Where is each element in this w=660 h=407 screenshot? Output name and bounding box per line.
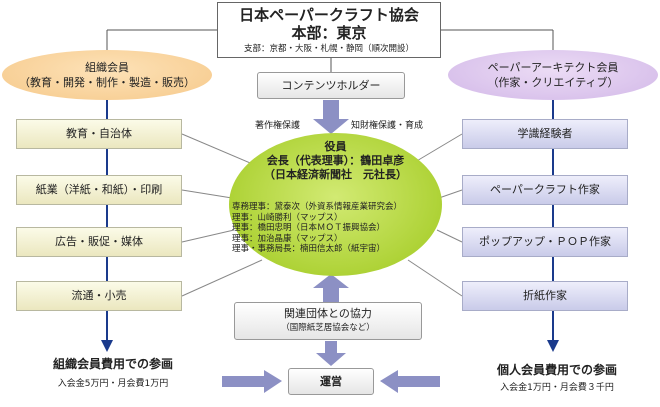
association-box: 日本ペーパークラフト協会 本部：東京 支部：京都・大阪・札幌・静岡（順次開設） xyxy=(217,2,441,58)
paper-architect-member-subtitle: （作家・クリエイティブ） xyxy=(487,76,619,89)
left-item-education: 教育・自治体 xyxy=(16,119,182,149)
paper-architect-member-group: ペーパーアーキテクト会員 （作家・クリエイティブ） xyxy=(448,50,658,100)
right-footer-title: 個人会員費用での参画 xyxy=(496,363,617,377)
officers-header: 役員 会長（代表理事）：鶴田卓彦 （日本経済新聞社 元社長） xyxy=(229,140,442,182)
officers-list: 専務理事：黛泰次（外資系情報産業研究会） 理事：山崎勝利（マップス） 理事：橋田… xyxy=(232,202,438,255)
officers-chair-affiliation: （日本経済新聞社 元社長） xyxy=(264,168,407,181)
right-item-papercraft-artist: ペーパークラフト作家 xyxy=(462,175,628,205)
left-footer-fee: 入会金5万円・月会費1万円 xyxy=(57,379,169,389)
contents-holder-box: コンテンツホルダー xyxy=(257,72,405,99)
officers-title: 役員 xyxy=(324,140,347,153)
ip-protection-label: 知財権保護・育成 xyxy=(351,121,424,131)
left-item-advertising: 広告・販促・媒体 xyxy=(16,227,182,257)
officers-chair: 会長（代表理事）：鶴田卓彦 xyxy=(266,154,405,167)
association-name: 日本ペーパークラフト協会 xyxy=(239,6,419,24)
related-organizations-box: 関連団体との協力 （国際紙芝居協会など） xyxy=(234,302,422,340)
operation-box: 運営 xyxy=(288,368,374,395)
right-item-popup-artist: ポップアップ・ＰＯＰ作家 xyxy=(462,227,628,257)
left-item-retail: 流通・小売 xyxy=(16,281,182,311)
right-footer-fee: 入会金1万円・月会費３千円 xyxy=(500,383,614,393)
left-item-paper-printing: 紙業（洋紙・和紙）・印刷 xyxy=(16,175,182,205)
left-footer: 組織会員費用での参画 入会金5万円・月会費1万円 xyxy=(18,356,208,390)
right-item-origami-artist: 折紙作家 xyxy=(462,281,628,311)
officer-member: 理事：橋田忠明（日本ＭＯＴ振興協会） xyxy=(232,223,386,233)
officer-member: 専務理事：黛泰次（外資系情報産業研究会） xyxy=(232,202,403,212)
organization-member-group: 組織会員 （教育・開発・制作・製造・販売） xyxy=(2,50,212,100)
officers-ellipse xyxy=(229,133,442,276)
paper-architect-member-title: ペーパーアーキテクト会員 xyxy=(487,61,619,74)
officer-member: 理事：山崎勝利（マップス） xyxy=(232,212,343,223)
copyright-label: 著作権保護 xyxy=(255,121,301,131)
organization-member-title: 組織会員 xyxy=(85,61,129,74)
left-footer-title: 組織会員費用での参画 xyxy=(52,357,173,371)
officer-member: 理事：加治晶康（マップス） xyxy=(232,233,343,244)
officer-member: 理事・事務局長：楠田信太郎（紙宇宙） xyxy=(232,244,386,254)
related-title: 関連団体との協力 xyxy=(284,307,372,320)
organization-member-subtitle: （教育・開発・制作・製造・販売） xyxy=(19,76,195,89)
headquarters: 本部：東京 xyxy=(291,24,367,42)
branches: 支部：京都・大阪・札幌・静岡（順次開設） xyxy=(243,44,414,54)
right-item-academics: 学識経験者 xyxy=(462,119,628,149)
right-footer: 個人会員費用での参画 入会金1万円・月会費３千円 xyxy=(462,362,652,394)
related-subtitle: （国際紙芝居協会など） xyxy=(281,323,375,333)
